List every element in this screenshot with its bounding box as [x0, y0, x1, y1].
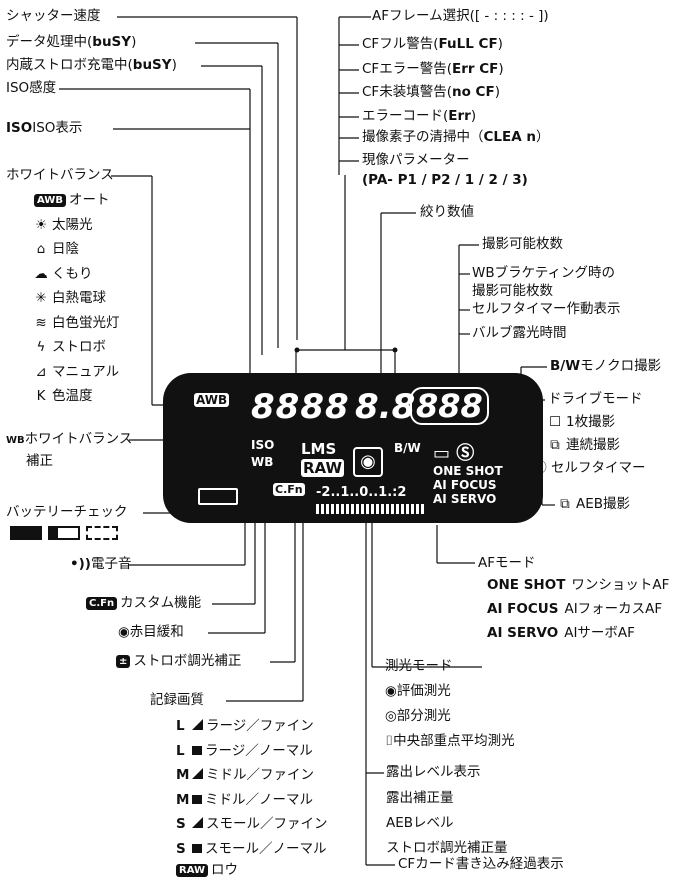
lcd-cf-progress — [316, 504, 426, 514]
label-exposure: 露出レベル表示 — [386, 764, 481, 780]
wb-icon: ≋ — [35, 314, 47, 331]
label-redeye: ◉赤目緩和 — [118, 624, 184, 640]
label-wb-compensation: WBホワイトバランス — [6, 431, 133, 447]
wb-item: ☁くもり — [34, 265, 93, 282]
wb-icon: ⊿ — [35, 363, 47, 380]
lcd-bw: B/W — [394, 441, 421, 455]
lcd-iso: ISO — [251, 438, 275, 452]
wb-item: ⌂日陰 — [34, 241, 79, 258]
wb-icon: ϟ — [36, 339, 46, 355]
lcd-lms: LMS — [301, 440, 337, 458]
label-cf-full: CFフル警告(FuLL CF) — [362, 36, 503, 52]
exposure-item: AEBレベル — [386, 815, 454, 831]
label-wb-bkt-2: 撮影可能枚数 — [472, 283, 553, 299]
label-drive: ドライブモード — [548, 391, 643, 407]
label-shutter: シャッター速度 — [6, 8, 101, 24]
wb-item: ≋白色蛍光灯 — [35, 314, 120, 331]
lcd-exposure-scale: -2..1..0..1.:2 — [316, 485, 407, 500]
label-single: ☐1枚撮影 — [548, 414, 616, 430]
label-param-values: (PA- P1 / P2 / 1 / 2 / 3) — [362, 172, 528, 188]
lcd-aperture-digits: 8.8 — [355, 387, 416, 427]
label-iso-display: ISOISO表示 — [6, 120, 83, 136]
wb-icon: ☁ — [34, 265, 48, 282]
lcd-ai-servo: AI SERVO — [433, 492, 497, 506]
label-metering: 測光モード — [385, 658, 453, 674]
lcd-one-shot: ONE SHOT — [433, 464, 503, 478]
label-battery: バッテリーチェック — [6, 504, 128, 520]
lcd-drive-icon: ▭ Ⓢ — [433, 443, 475, 464]
label-wb-title: ホワイトバランス — [6, 167, 114, 183]
lcd-awb: AWB — [194, 393, 230, 407]
wb-item: ☀太陽光 — [34, 216, 93, 233]
label-error-code: エラーコード(Err) — [362, 108, 477, 124]
metering-item: ⌷中央部重点平均測光 — [385, 733, 515, 749]
label-af-mode: AFモード — [478, 555, 536, 571]
exposure-item: 露出補正量 — [386, 790, 454, 806]
wb-item: ⊿マニュアル — [35, 363, 120, 380]
label-busy: データ処理中(buSY) — [6, 34, 137, 50]
lcd-shutter-digits: 8888 — [251, 387, 350, 427]
label-cf-error: CFエラー警告(Err CF) — [362, 61, 504, 77]
label-sensor-clean: 撮像素子の清掃中（CLEA n） — [362, 129, 550, 145]
wb-icon: ⌂ — [36, 241, 46, 257]
label-flash-comp: ±ストロボ調光補正 — [116, 653, 241, 670]
exposure-item: ストロボ調光補正量 — [386, 840, 508, 856]
label-bw: B/Wモノクロ撮影 — [550, 358, 662, 374]
label-continuous: ⧉連続撮影 — [550, 437, 620, 453]
label-aperture: 絞り数値 — [420, 204, 474, 220]
label-af-frame: AFフレーム選択([ - : : : : - ]) — [372, 8, 549, 24]
lcd-cfn: C.Fn — [273, 483, 305, 496]
lcd-metering-icon: ◉ — [353, 447, 383, 477]
label-cf-write: CFカード書き込み経過表示 — [398, 856, 564, 872]
lcd-ai-focus: AI FOCUS — [433, 478, 497, 492]
wb-icon: K — [36, 388, 46, 404]
label-shots: 撮影可能枚数 — [482, 236, 563, 252]
label-flash-charging: 内蔵ストロボ充電中(buSY) — [6, 57, 177, 73]
metering-item: ◉評価測光 — [385, 683, 451, 699]
wb-icon: ☀ — [34, 216, 48, 233]
label-wb-compensation-2: 補正 — [26, 453, 53, 469]
label-aeb: ⧉AEB撮影 — [560, 496, 631, 512]
label-param: 現像パラメーター — [362, 152, 470, 168]
label-self-timer-op: セルフタイマー作動表示 — [472, 301, 621, 317]
lcd-wb: WB — [251, 455, 274, 469]
lcd-raw: RAW — [301, 459, 345, 477]
lcd-battery-icon — [198, 488, 238, 505]
label-beep: •))電子音 — [70, 556, 132, 572]
label-iso-speed: ISO感度 — [6, 80, 57, 96]
wb-icon: ✳ — [35, 290, 47, 306]
label-bulb: バルブ露光時間 — [472, 325, 567, 341]
label-quality-title: 記録画質 — [150, 692, 204, 708]
metering-item: ◎部分測光 — [385, 708, 451, 724]
lcd-shots-digits: 888 — [410, 387, 489, 425]
label-wb-bkt-1: WBブラケティング時の — [472, 265, 616, 281]
label-cf-none: CF未装填警告(no CF) — [362, 84, 500, 100]
wb-item: ✳白熱電球 — [35, 290, 106, 306]
battery-icons — [10, 526, 118, 545]
lcd-panel: AWB 8888 8.8 888 ISO WB C.Fn LMS RAW ◉ B… — [163, 373, 543, 523]
